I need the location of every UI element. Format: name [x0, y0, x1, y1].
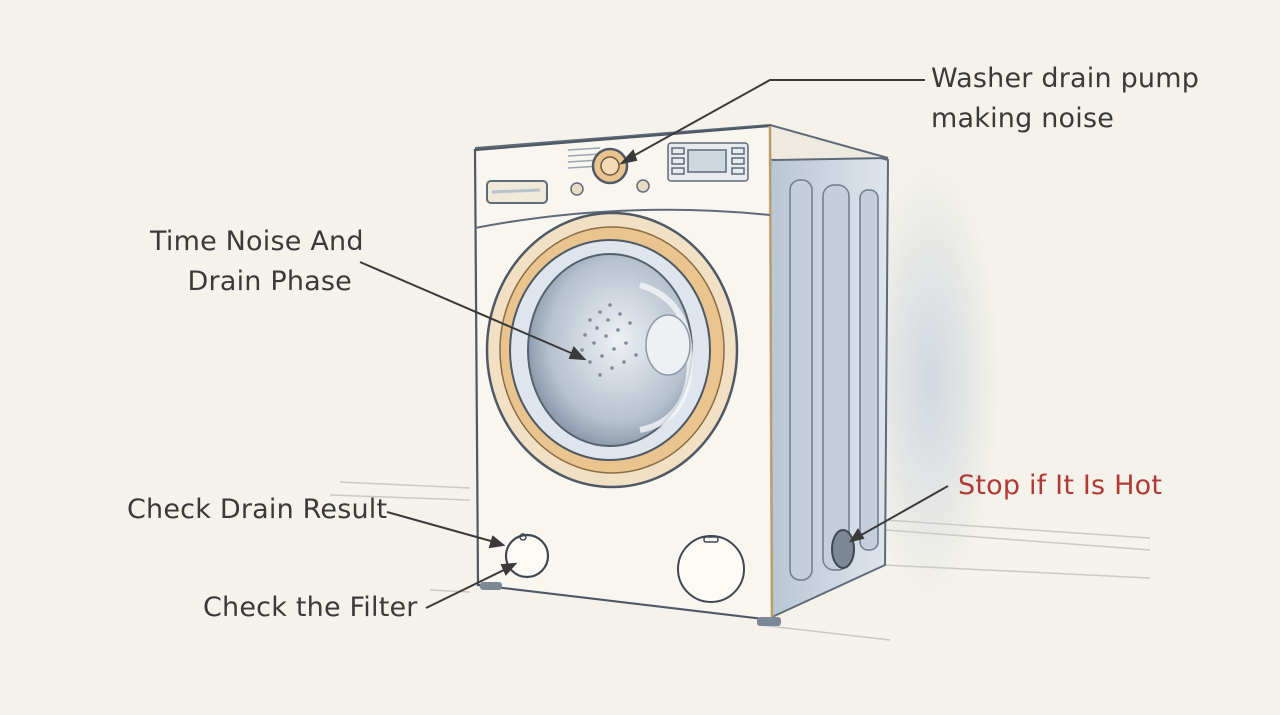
label-drain-pump-line2: making noise — [931, 103, 1115, 134]
side-drain-cap — [831, 529, 855, 569]
label-time-noise-line2: Drain Phase — [187, 266, 352, 297]
label-drain-pump-line1: Washer drain pump — [931, 63, 1200, 94]
access-panel — [677, 535, 745, 603]
label-time-noise: Time Noise And Drain Phase — [150, 222, 364, 302]
side-ribs — [789, 179, 879, 581]
pointer-lines — [359, 79, 949, 609]
wall-shadow — [860, 160, 1000, 600]
label-check-filter: Check the Filter — [203, 592, 418, 623]
label-time-noise-line1: Time Noise And — [150, 226, 364, 257]
label-drain-pump-noise: Washer drain pump making noise — [931, 59, 1199, 139]
label-check-drain-result: Check Drain Result — [127, 494, 388, 525]
filter-cover — [504, 533, 550, 579]
control-display — [667, 142, 749, 182]
label-stop-if-hot: Stop if It Is Hot — [958, 470, 1163, 501]
